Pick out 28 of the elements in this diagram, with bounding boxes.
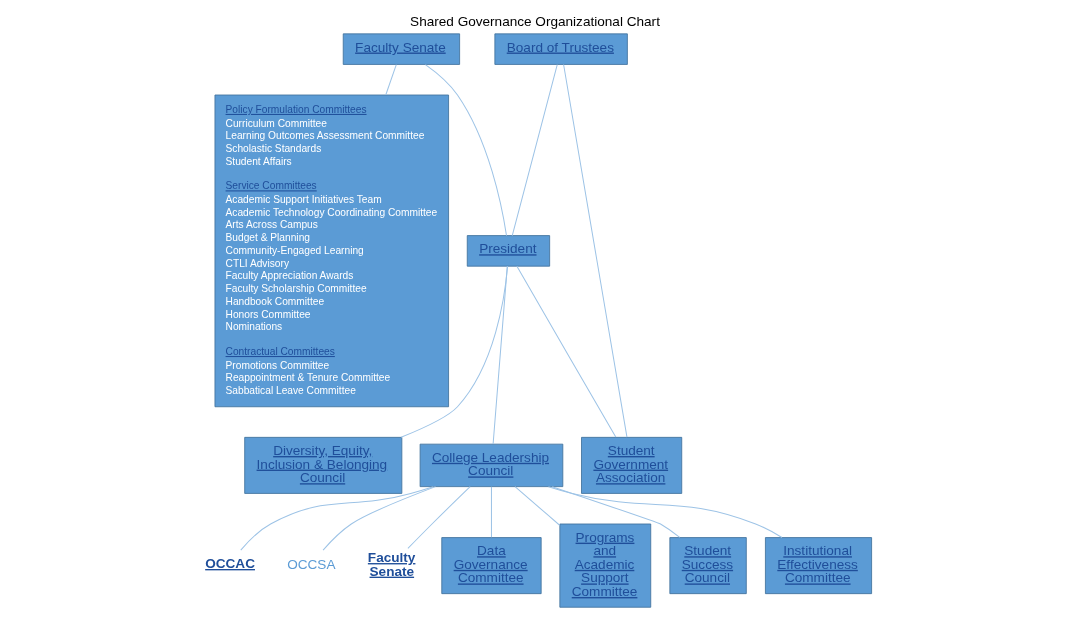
connector xyxy=(322,486,436,551)
node-box: Board of Trustees xyxy=(493,33,628,65)
node-box: College Leadership Council xyxy=(419,443,563,488)
node-box: Institutional Effectiveness Committee xyxy=(764,537,872,595)
node-box: Data Governance Committee xyxy=(440,537,542,595)
node-text: OCCSA xyxy=(286,556,335,572)
connector xyxy=(547,486,782,539)
node-box: Student Success Council xyxy=(668,537,747,595)
node-box: President xyxy=(466,235,550,267)
node-text: Faculty Senate xyxy=(367,550,415,579)
connector xyxy=(551,486,680,538)
connector xyxy=(515,265,616,438)
node-box: Student Government Association xyxy=(580,436,682,494)
connector xyxy=(424,64,507,237)
diagram-title: Shared Governance Organizational Chart xyxy=(409,14,660,30)
connector xyxy=(406,486,471,549)
connector xyxy=(511,64,558,237)
node-box: Diversity, Equity, Inclusion & Belonging Council xyxy=(243,436,402,494)
connector xyxy=(492,265,508,445)
node-text: OCCAC xyxy=(204,555,255,571)
connector xyxy=(490,486,492,538)
connector xyxy=(514,486,560,526)
node-box: Faculty Senate xyxy=(342,33,460,65)
connector xyxy=(562,64,627,438)
connector xyxy=(384,64,397,96)
connector xyxy=(239,486,434,551)
node-box: Programs and Academic Support Committee xyxy=(558,523,651,608)
node-box: Policy Formulation Committees Curriculum Committee Learning Outcomes Assessment Committee Scholastic Standards Student Affairs Service Committees Academic Support Initiatives Team Academic Technology Coordinating Committee Arts Across Campus Budget & Planning Community-Engaged Learning CTLI Advisory Faculty Appreciation Awards Faculty Scholarship Committee Handbook Committee Honors Committee Nominations Contractual Committees Promotions Committee Reappointment & Tenure Committee Sabbatical Leave Committee xyxy=(214,94,449,408)
